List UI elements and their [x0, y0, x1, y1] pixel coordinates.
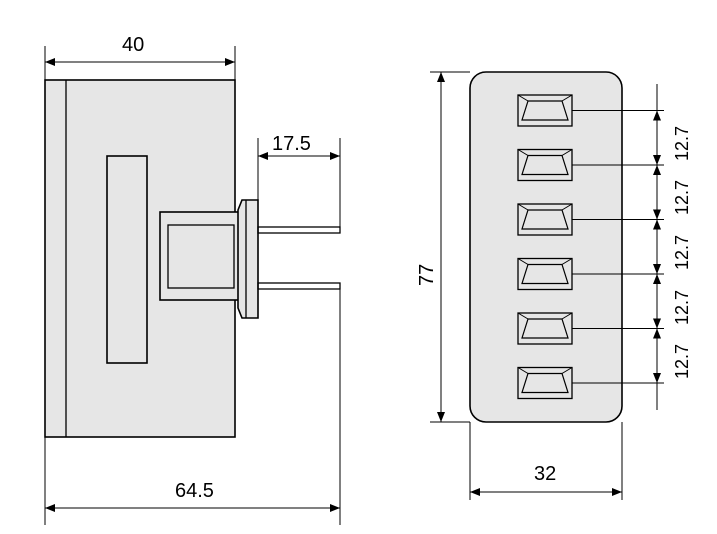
- dimension-width-label: 32: [534, 463, 556, 485]
- terminal-4: [517, 257, 573, 291]
- pitch-label-2: 12.7: [672, 180, 692, 215]
- dimension-width: 32: [469, 422, 623, 500]
- side-view: 40 17.5 64.5: [44, 34, 341, 525]
- pitch-label-3: 12.7: [672, 235, 692, 270]
- pitch-label-4: 12.7: [672, 290, 692, 325]
- terminal-5: [517, 312, 573, 345]
- front-view-body: [469, 71, 623, 423]
- side-view-window: [106, 155, 148, 364]
- dimension-height-label: 77: [416, 264, 438, 286]
- plug-housing-inner: [167, 224, 235, 289]
- pitch-label-5: 12.7: [672, 344, 692, 379]
- dimension-body-width-label: 40: [122, 34, 144, 56]
- plug-housing: [159, 211, 243, 301]
- dimension-pin-length-label: 17.5: [272, 133, 311, 155]
- pitch-label-1: 12.7: [672, 126, 692, 161]
- dimension-total-length: 64.5: [44, 289, 341, 525]
- plug-pins: [257, 226, 341, 290]
- terminal-2: [517, 148, 573, 182]
- terminal-3: [517, 203, 573, 236]
- plug-flange: [237, 199, 259, 319]
- plug-pin-bottom: [257, 282, 341, 290]
- plug-pin-top: [257, 226, 341, 234]
- dimension-body-width: 40: [44, 34, 236, 80]
- dimension-pin-length: 17.5: [257, 133, 341, 227]
- front-view: 77 32 12.7 12.7 12.7 12.7 12.7: [416, 71, 692, 500]
- dimension-total-length-label: 64.5: [175, 480, 214, 502]
- terminal-group: [517, 94, 573, 400]
- dimension-pitch-group: 12.7 12.7 12.7 12.7 12.7: [572, 84, 692, 410]
- terminal-6: [517, 366, 573, 400]
- dimension-height: 77: [416, 71, 470, 423]
- terminal-1: [517, 94, 573, 127]
